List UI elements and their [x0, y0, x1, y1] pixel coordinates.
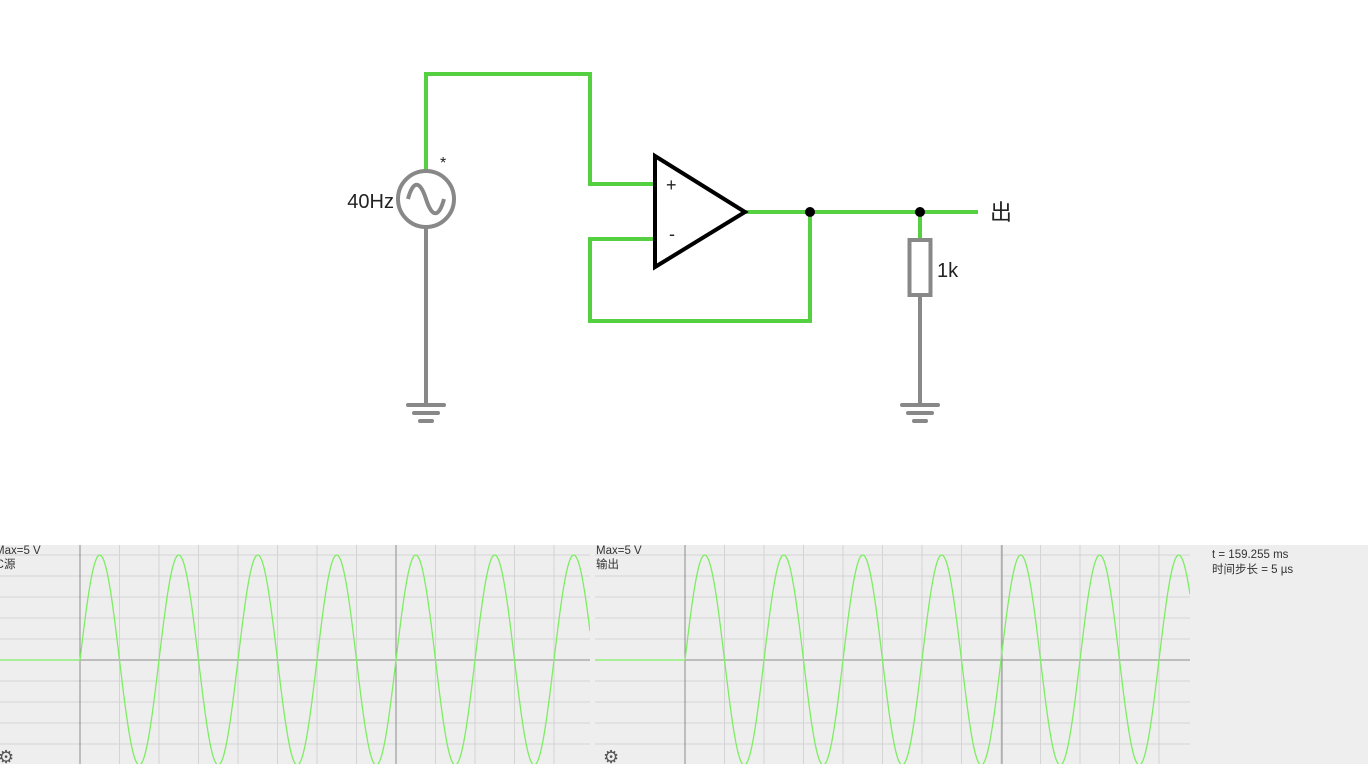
- opamp-minus-label: -: [669, 224, 675, 244]
- scope1-max-label: Max=5 V: [0, 545, 41, 557]
- opamp-plus-label: +: [666, 175, 677, 195]
- scope-output[interactable]: [595, 545, 1190, 764]
- scope-grid: [0, 545, 590, 764]
- ground-icon[interactable]: [900, 403, 940, 423]
- opamp[interactable]: [653, 152, 749, 271]
- feedback-wire[interactable]: [588, 212, 812, 323]
- circuit-canvas[interactable]: 40Hz * + - 1k 出: [0, 0, 1368, 545]
- junction-dot: [915, 207, 925, 217]
- scope-grid: [595, 545, 1190, 764]
- output-label: 出: [990, 201, 1012, 226]
- resistor[interactable]: [907, 238, 933, 297]
- scope2-max-label: Max=5 V: [596, 545, 642, 557]
- source-marker: *: [440, 155, 446, 172]
- sim-time-label: t = 159.255 ms: [1212, 549, 1289, 561]
- scope-trace-ac-source: [0, 554, 590, 764]
- scope1-name-label: AC源: [0, 559, 16, 571]
- gear-icon[interactable]: ⚙: [603, 747, 620, 767]
- scope-panel: Max=5 V AC源 ⚙ Max=5 V 输出 ⚙ t = 159.255 m…: [0, 545, 1368, 767]
- scope2-name-label: 输出: [596, 559, 619, 571]
- ac-source[interactable]: [396, 169, 456, 229]
- sine-wave-icon: [406, 182, 446, 216]
- sim-timestep-label: 时间步长 = 5 µs: [1212, 564, 1294, 576]
- junction-dot: [805, 207, 815, 217]
- scope-trace-output: [595, 554, 1190, 764]
- source-frequency-label: 40Hz: [347, 191, 394, 213]
- resistor-label: 1k: [937, 260, 959, 282]
- gear-icon[interactable]: ⚙: [0, 747, 15, 767]
- ground-icon[interactable]: [406, 403, 446, 423]
- input-wire[interactable]: [424, 72, 655, 186]
- scope-ac-source[interactable]: [0, 545, 590, 764]
